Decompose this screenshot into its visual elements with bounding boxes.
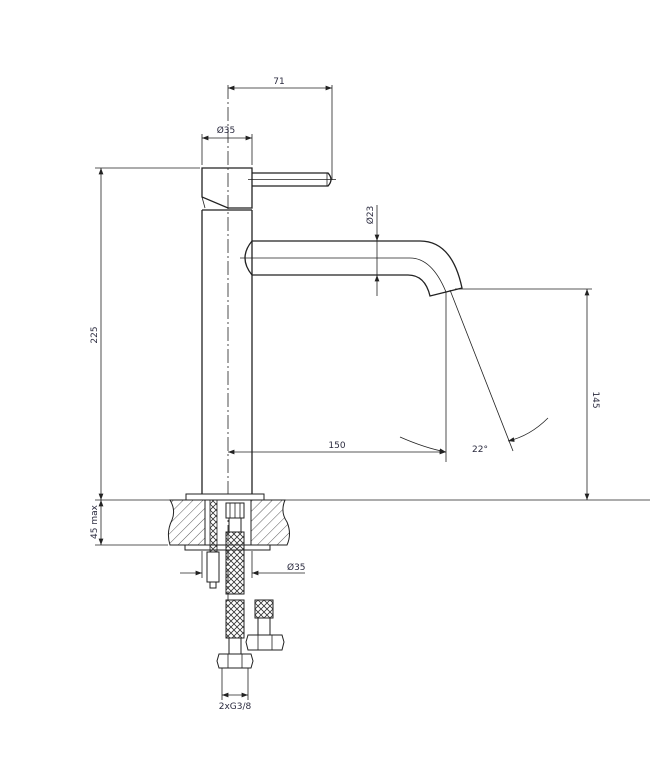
dimension-label: Ø35 xyxy=(217,125,236,136)
dimension-label: 145 xyxy=(590,391,600,408)
supply-hose-1 xyxy=(216,502,254,700)
dimension-label: 2xG3/8 xyxy=(219,702,252,712)
dimension-label: 150 xyxy=(328,441,345,451)
dimension-lever-reach: 71 xyxy=(228,77,333,180)
dimension-label: 225 xyxy=(90,326,100,343)
dimension-total-height: 225 xyxy=(90,167,200,500)
dimension-spout-diameter: Ø23 xyxy=(365,205,380,296)
supply-hose-2 xyxy=(245,599,285,651)
threaded-rod xyxy=(206,499,220,589)
dimension-spout-height: 145 xyxy=(455,288,600,500)
handle xyxy=(201,167,336,209)
dimension-hole-diameter: Ø35 xyxy=(180,551,306,578)
dimension-body-diameter: Ø35 xyxy=(201,125,253,165)
dimension-label: 71 xyxy=(273,77,284,87)
dimension-counter-thickness: 45 max xyxy=(90,500,168,546)
dimension-spout-reach: 150 xyxy=(228,292,447,462)
top-plate xyxy=(185,493,265,501)
faucet-body xyxy=(201,209,253,494)
dimension-flow-angle: 22° xyxy=(399,289,549,455)
dimension-label: 22° xyxy=(472,445,488,455)
dimension-label: 45 max xyxy=(90,504,100,539)
dimension-connection: 2xG3/8 xyxy=(219,692,252,712)
dimension-label: Ø35 xyxy=(287,562,306,573)
dimension-label: Ø23 xyxy=(365,206,376,225)
spout xyxy=(240,240,463,297)
